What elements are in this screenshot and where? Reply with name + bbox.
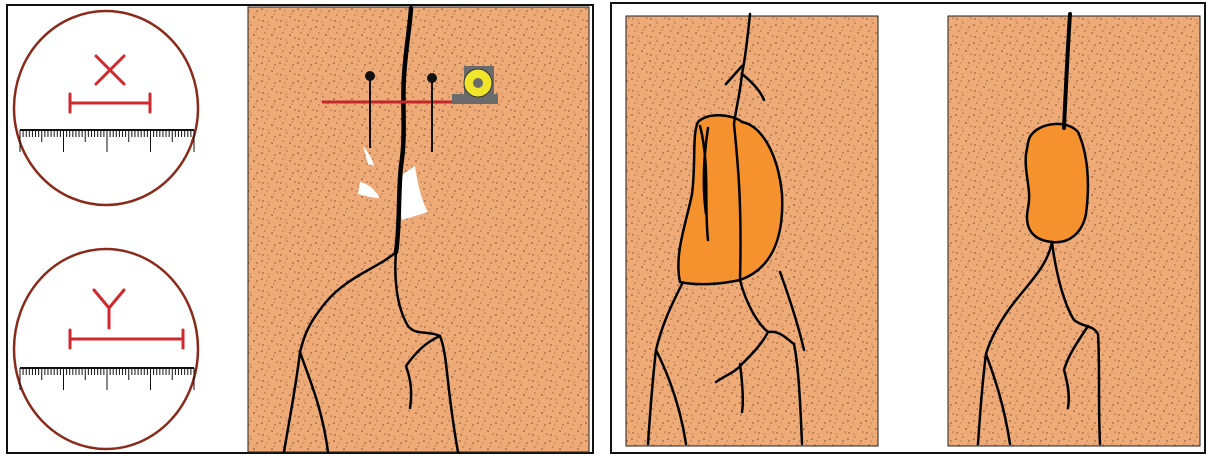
wall-section-repaired-small: [948, 14, 1200, 446]
pin-right-head: [427, 73, 437, 83]
repair-fill-small: [1026, 124, 1088, 242]
repair-fill-large: [678, 115, 782, 284]
pin-left-head: [365, 71, 375, 81]
dial-gauge-center: [473, 78, 483, 88]
wall-section-main: [248, 7, 589, 452]
gauge-x-ellipse: [14, 11, 198, 205]
left-panel-svg: X Y: [8, 6, 596, 456]
gauge-y-ellipse: [14, 249, 198, 449]
gauge-y: Y: [14, 249, 198, 449]
gauge-x: X: [14, 11, 198, 205]
right-panel: [610, 2, 1206, 454]
wall-section-repaired-large: [626, 14, 878, 446]
sand-wall: [248, 7, 589, 452]
left-panel: X Y: [6, 4, 594, 454]
right-panel-svg: [612, 4, 1208, 456]
